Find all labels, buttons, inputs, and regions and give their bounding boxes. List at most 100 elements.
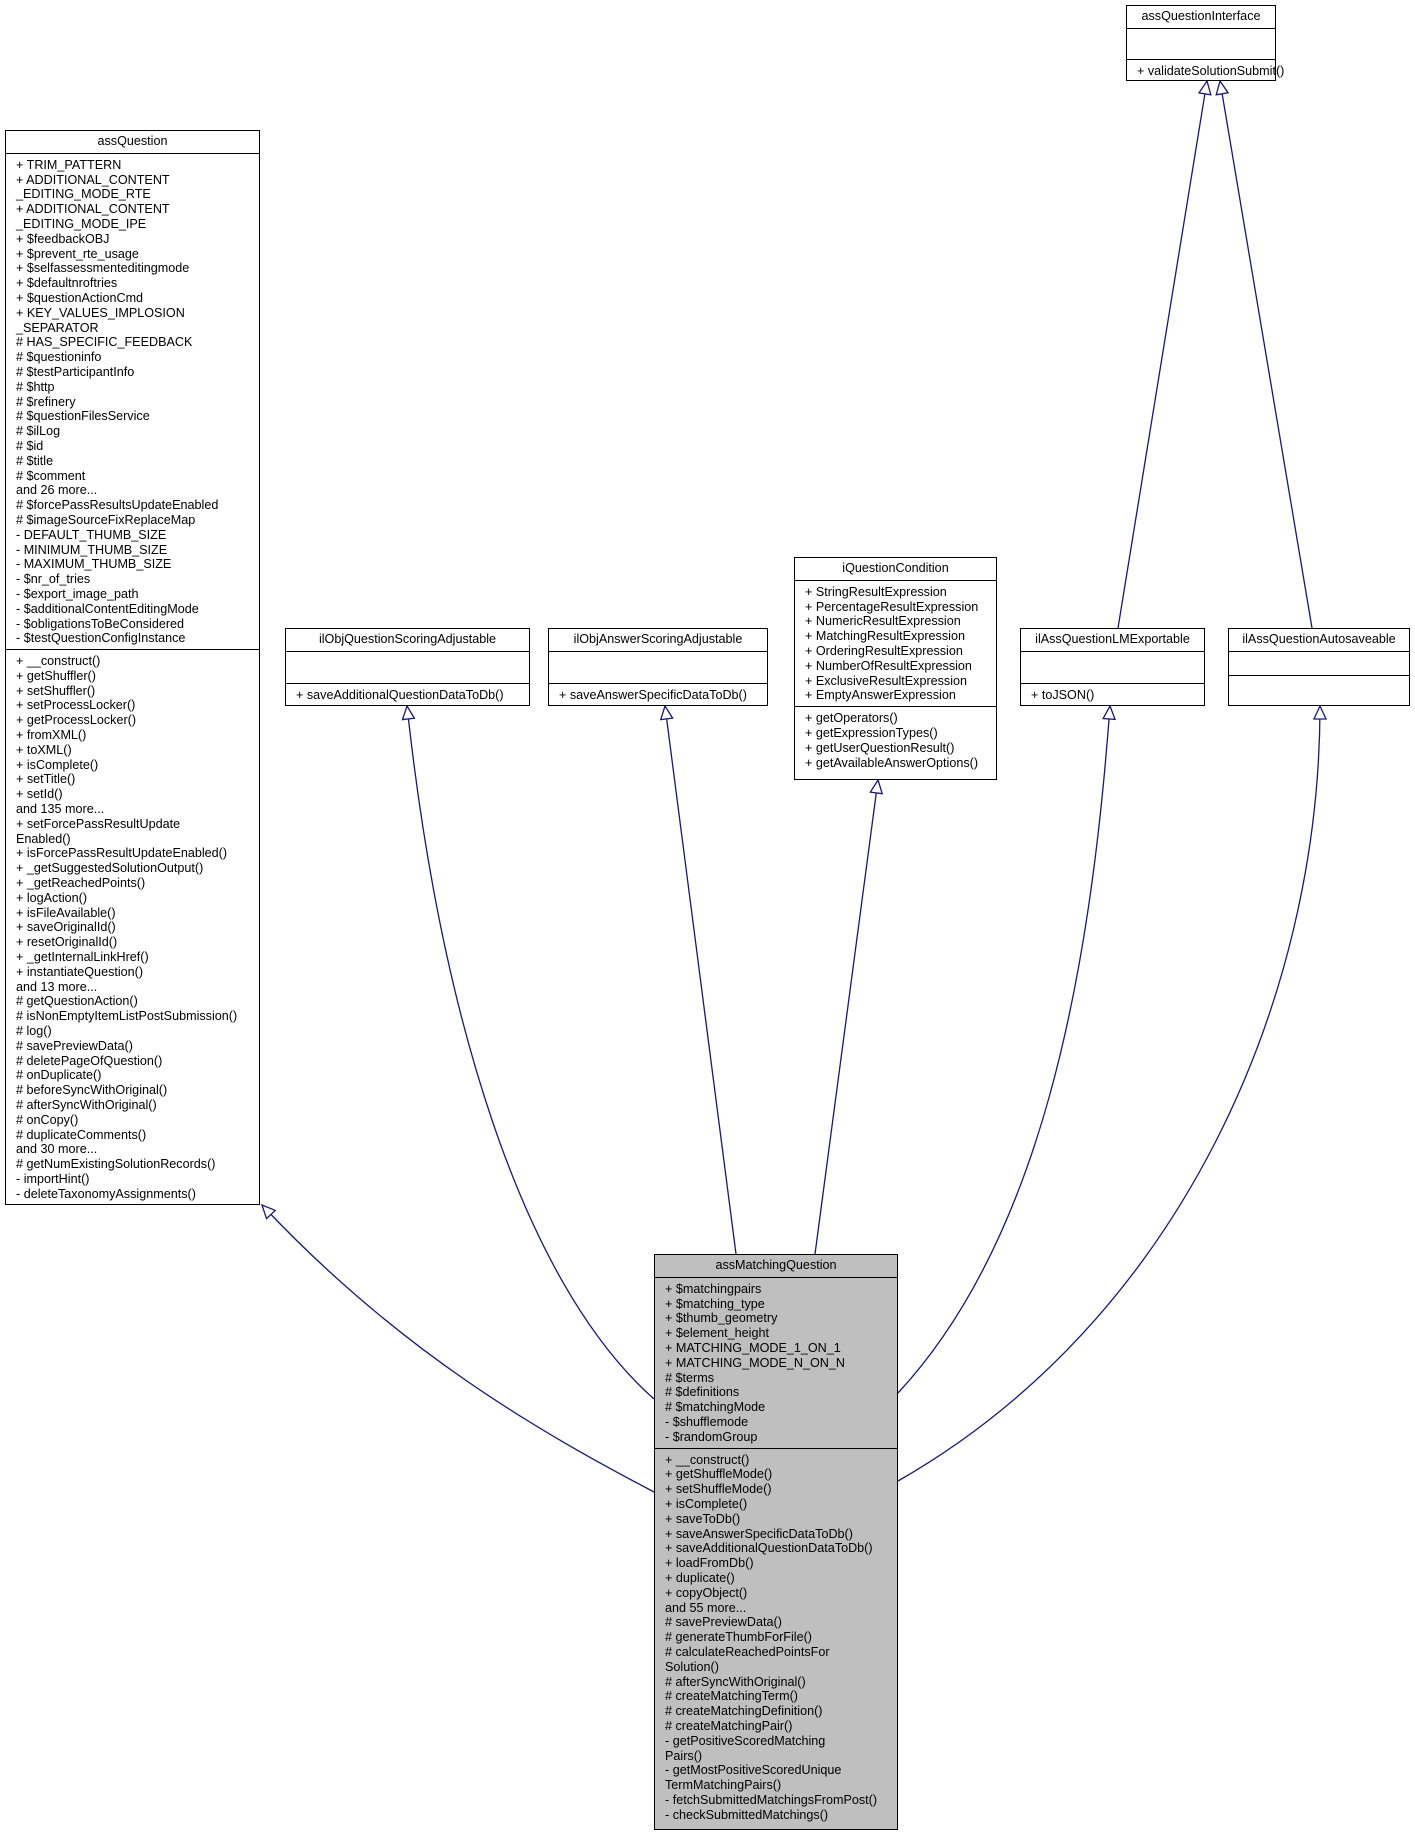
attribute-item: + OrderingResultExpression <box>805 643 963 658</box>
attribute-item: + $thumb_geometry <box>665 1311 778 1326</box>
method-item: + isFileAvailable() <box>16 905 116 920</box>
attribute-item: # $testParticipantInfo <box>16 364 135 379</box>
method-item: - importHint() <box>16 1171 90 1186</box>
inheritance-arrowhead <box>1102 704 1117 721</box>
inheritance-arrowhead <box>260 1203 277 1220</box>
class-name: assQuestionInterface <box>1127 6 1275 29</box>
method-item: + isComplete() <box>16 757 99 772</box>
method-item: + getAvailableAnswerOptions() <box>805 755 979 770</box>
methods-section: + toJSON() <box>1021 684 1204 706</box>
method-item: + _getInternalLinkHref() <box>16 950 149 965</box>
method-item: + toXML() <box>16 742 72 757</box>
attribute-item: - $obligationsToBeConsidered <box>16 616 185 631</box>
edge-assMatchingQuestion-ilObjAnswerScoringAdjustable <box>664 705 737 1255</box>
attribute-item: + MatchingResultExpression <box>805 629 965 644</box>
attribute-item: # $matchingMode <box>665 1400 766 1415</box>
methods-section: + getOperators()+ getExpressionTypes()+ … <box>795 707 996 773</box>
attribute-item: # $http <box>16 379 55 394</box>
attribute-item: - $shufflemode <box>665 1414 749 1429</box>
method-item: and 30 more... <box>16 1142 98 1157</box>
method-item: + setShuffleMode() <box>665 1482 772 1497</box>
class-ilObjAnswerScoringAdjustable[interactable]: ilObjAnswerScoringAdjustable + saveAnswe… <box>548 628 768 706</box>
method-item: + setTitle() <box>16 772 76 787</box>
method-item: + getUserQuestionResult() <box>805 740 955 755</box>
method-item: # savePreviewData() <box>16 1038 133 1053</box>
method-item: # onDuplicate() <box>16 1068 102 1083</box>
attribute-item: _EDITING_MODE_RTE <box>16 187 151 202</box>
attribute-item: - MAXIMUM_THUMB_SIZE <box>16 557 172 572</box>
method-item: + getShuffleMode() <box>665 1467 773 1482</box>
class-assQuestion[interactable]: assQuestion + TRIM_PATTERN+ ADDITIONAL_C… <box>5 130 260 1205</box>
method-item: + logAction() <box>16 890 88 905</box>
class-name: ilAssQuestionLMExportable <box>1021 629 1204 652</box>
attribute-item: + $prevent_rte_usage <box>16 246 139 261</box>
method-item: - checkSubmittedMatchings() <box>665 1807 829 1822</box>
method-item: # savePreviewData() <box>665 1615 782 1630</box>
attribute-item: _EDITING_MODE_IPE <box>16 216 147 231</box>
class-ilAssQuestionLMExportable[interactable]: ilAssQuestionLMExportable + toJSON() <box>1020 628 1205 706</box>
method-item: + loadFromDb() <box>665 1556 754 1571</box>
method-item: + saveOriginalId() <box>16 920 116 935</box>
method-item: # createMatchingTerm() <box>665 1689 798 1704</box>
method-item: + getProcessLocker() <box>16 713 137 728</box>
attribute-item: + $selfassessmenteditingmode <box>16 261 190 276</box>
attribute-item: # $questionFilesService <box>16 409 150 424</box>
method-item: Pairs() <box>665 1748 703 1763</box>
attribute-item: + StringResultExpression <box>805 584 947 599</box>
attributes-section: + TRIM_PATTERN+ ADDITIONAL_CONTENT_EDITI… <box>6 154 259 651</box>
class-ilObjQuestionScoringAdjustable[interactable]: ilObjQuestionScoringAdjustable + saveAdd… <box>285 628 530 706</box>
attribute-item: + $feedbackOBJ <box>16 231 110 246</box>
edge-assMatchingQuestion-ilAssQuestionAutosaveable <box>897 705 1321 1482</box>
attribute-item: + ADDITIONAL_CONTENT <box>16 172 170 187</box>
attribute-item: - DEFAULT_THUMB_SIZE <box>16 527 167 542</box>
attribute-item: + $defaultnroftries <box>16 276 118 291</box>
method-item: + saveAdditionalQuestionDataToDb() <box>296 687 504 702</box>
method-item: # beforeSyncWithOriginal() <box>16 1083 168 1098</box>
methods-section: + saveAdditionalQuestionDataToDb() <box>286 684 529 706</box>
method-item: # onCopy() <box>16 1112 79 1127</box>
method-item: - getMostPositiveScoredUnique <box>665 1763 842 1778</box>
method-item: + saveToDb() <box>665 1511 741 1526</box>
method-item: + fromXML() <box>16 728 87 743</box>
attribute-item: # $comment <box>16 468 86 483</box>
method-item: + getShuffler() <box>16 668 96 683</box>
method-item: and 135 more... <box>16 802 105 817</box>
attribute-item: + $matchingpairs <box>665 1281 762 1296</box>
attribute-item: + $element_height <box>665 1326 769 1341</box>
method-item: + isForcePassResultUpdateEnabled() <box>16 846 228 861</box>
method-item: and 55 more... <box>665 1600 747 1615</box>
method-item: + _getSuggestedSolutionOutput() <box>16 861 204 876</box>
class-assQuestionInterface[interactable]: assQuestionInterface + validateSolutionS… <box>1126 5 1284 81</box>
attribute-item: + NumberOfResultExpression <box>805 658 972 673</box>
methods-section: + __construct()+ getShuffleMode()+ setSh… <box>655 1449 897 1826</box>
method-item: - deleteTaxonomyAssignments() <box>16 1186 196 1201</box>
class-name: assMatchingQuestion <box>655 1255 897 1278</box>
attribute-item: - $nr_of_tries <box>16 572 91 587</box>
inheritance-arrowhead <box>1197 79 1212 96</box>
method-item: and 13 more... <box>16 979 98 994</box>
attribute-item: - $randomGroup <box>665 1429 758 1444</box>
attribute-item: # $imageSourceFixReplaceMap <box>16 512 196 527</box>
class-name: ilObjAnswerScoringAdjustable <box>549 629 767 652</box>
attribute-item: # $refinery <box>16 394 76 409</box>
methods-section: + saveAnswerSpecificDataToDb() <box>549 684 767 706</box>
class-name: ilObjQuestionScoringAdjustable <box>286 629 529 652</box>
attribute-item: + MATCHING_MODE_N_ON_N <box>665 1355 845 1370</box>
attributes-section <box>1229 652 1409 676</box>
class-assMatchingQuestion[interactable]: assMatchingQuestion + $matchingpairs+ $m… <box>654 1254 898 1830</box>
attribute-item: + ADDITIONAL_CONTENT <box>16 202 170 217</box>
methods-section: + __construct()+ getShuffler()+ setShuff… <box>6 650 259 1204</box>
attribute-item: + MATCHING_MODE_1_ON_1 <box>665 1340 841 1355</box>
method-item: + saveAdditionalQuestionDataToDb() <box>665 1541 873 1556</box>
attribute-item: + $questionActionCmd <box>16 290 144 305</box>
attributes-section <box>549 652 767 684</box>
class-iQuestionCondition[interactable]: iQuestionCondition + StringResultExpress… <box>794 557 997 780</box>
method-item: # deletePageOfQuestion() <box>16 1053 163 1068</box>
inheritance-arrowhead <box>1215 79 1230 96</box>
method-item: + setForcePassResultUpdate <box>16 816 181 831</box>
method-item: + instantiateQuestion() <box>16 964 144 979</box>
edge-assMatchingQuestion-ilAssQuestionLMExportable <box>897 705 1111 1394</box>
class-ilAssQuestionAutosaveable[interactable]: ilAssQuestionAutosaveable <box>1228 628 1410 706</box>
methods-section <box>1229 676 1409 704</box>
method-item: + isComplete() <box>665 1496 748 1511</box>
